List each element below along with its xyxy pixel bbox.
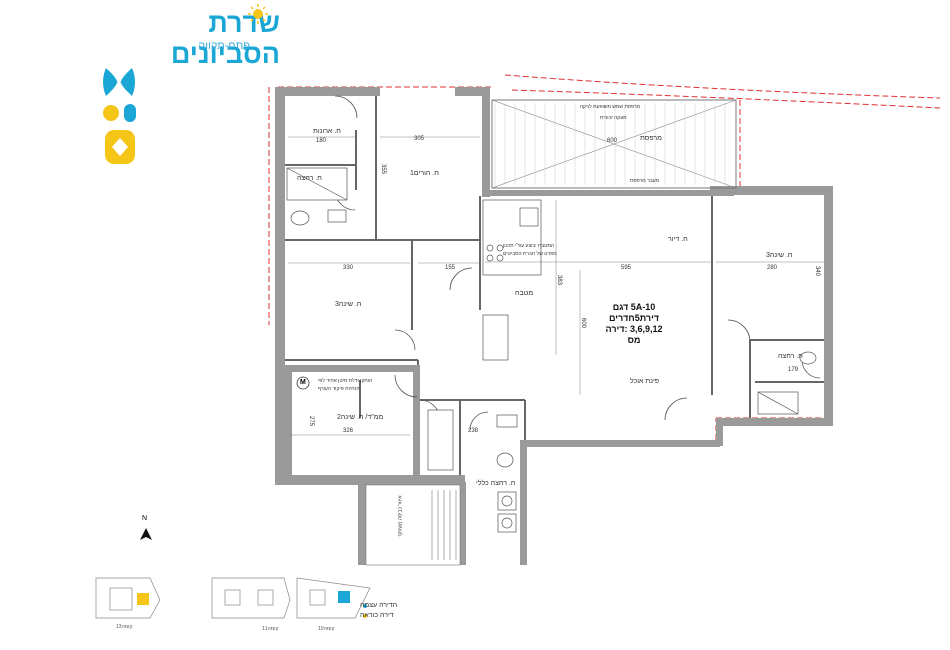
dim-383: 383 [556,274,563,286]
room-kitchen: מטבח [515,290,534,297]
dim-600: 600 [580,317,587,329]
property-boundary [268,74,941,443]
key-self-highlight [338,591,350,603]
safe-room-walls [285,365,420,475]
interior-walls [285,96,824,475]
stairwell [365,484,461,566]
sun-icon [248,4,268,24]
balcony-hatch [494,103,726,185]
legend-mirror-dot [363,614,367,618]
dim-280: 280 [767,265,778,271]
legend-self-dot [363,604,367,608]
unit-type: 5A-10 דגם [612,302,656,312]
balcony-label2: מעקה זכוכית [600,115,627,121]
dim-155: 155 [445,265,456,271]
room-living: ח. דיור [668,236,688,243]
kitchen-note-1: המטבח יבוצע עפ"י תכנון [503,243,555,249]
room-bath: ח. רחצה כללי [476,480,516,487]
floor-label-11: קומה11 [262,626,279,632]
dim-326: 326 [343,428,354,434]
brand-emblem-icon [103,68,136,164]
dim-180: 180 [316,138,327,144]
room-safe: ממ"ד/ ח. שינה2 [337,414,384,421]
bathroom-fixtures [286,167,817,533]
north-label: N [142,515,148,522]
room-bedroom4: ח. שינה3 [766,252,793,259]
room-laundry: ח. ארונות [313,128,341,135]
logo-subtitle: פתח-תקווה [198,40,250,52]
key-mirror-highlight [137,593,149,605]
north-arrow-icon [140,528,152,540]
balcony-pass: מעבר מרפסת [630,178,660,184]
room-dining: פינת אוכל [630,378,660,385]
floor-label-10: קומה10 [318,626,335,632]
unit-title: 5A-10 דגם דירת5חדרים 3,6,9,12 :דירה מס [598,302,670,346]
dim-179: 179 [788,367,799,373]
dim-305: 305 [414,136,425,142]
safe-room-marker-circle [296,376,310,390]
exterior-walls [275,87,833,565]
balcony-note: מרפסת שמש משופעת לניקוז [580,104,641,110]
legend-mirror: דירה כוראה [360,612,394,619]
safe-note-1: הותקן ודלת סינון אחיד לפי [318,378,373,384]
floor-label-13: קומה13 [116,624,133,630]
dim-340: 340 [814,265,821,277]
safe-note-2: הנחיות פיקוד העורף [318,386,360,392]
legend-self: הדירה עצמה [360,602,398,609]
room-shower2: ח. רחצה [778,353,803,360]
dim-238: 238 [468,428,479,434]
dim-595: 595 [621,265,632,271]
room-parents: ח. הורים1 [410,170,439,177]
dimension-lines [288,136,824,436]
room-bedroom3: ח. שינה3 [335,301,362,308]
kitchen-counter [482,199,542,361]
room-shower1: ח. רחצה [297,175,322,182]
kitchen-note-2: מפרט של חברת הסביונים [503,251,557,257]
dim-600b: 600 [607,138,618,144]
key-plans [95,577,371,619]
shaft-label: איזור כביסה משותף [397,495,404,537]
dim-330: 330 [343,265,354,271]
unit-numbers: 3,6,9,12 :דירה מס [605,324,663,345]
room-balcony: מרפסת [640,135,662,142]
logo-title: שדרת הסביונים [170,8,280,69]
dim-355: 355 [380,163,387,175]
dim-275: 275 [308,415,315,427]
safe-room-marker: M [300,379,306,386]
balcony-deck [491,99,737,189]
unit-rooms: דירת5חדרים [608,313,660,323]
